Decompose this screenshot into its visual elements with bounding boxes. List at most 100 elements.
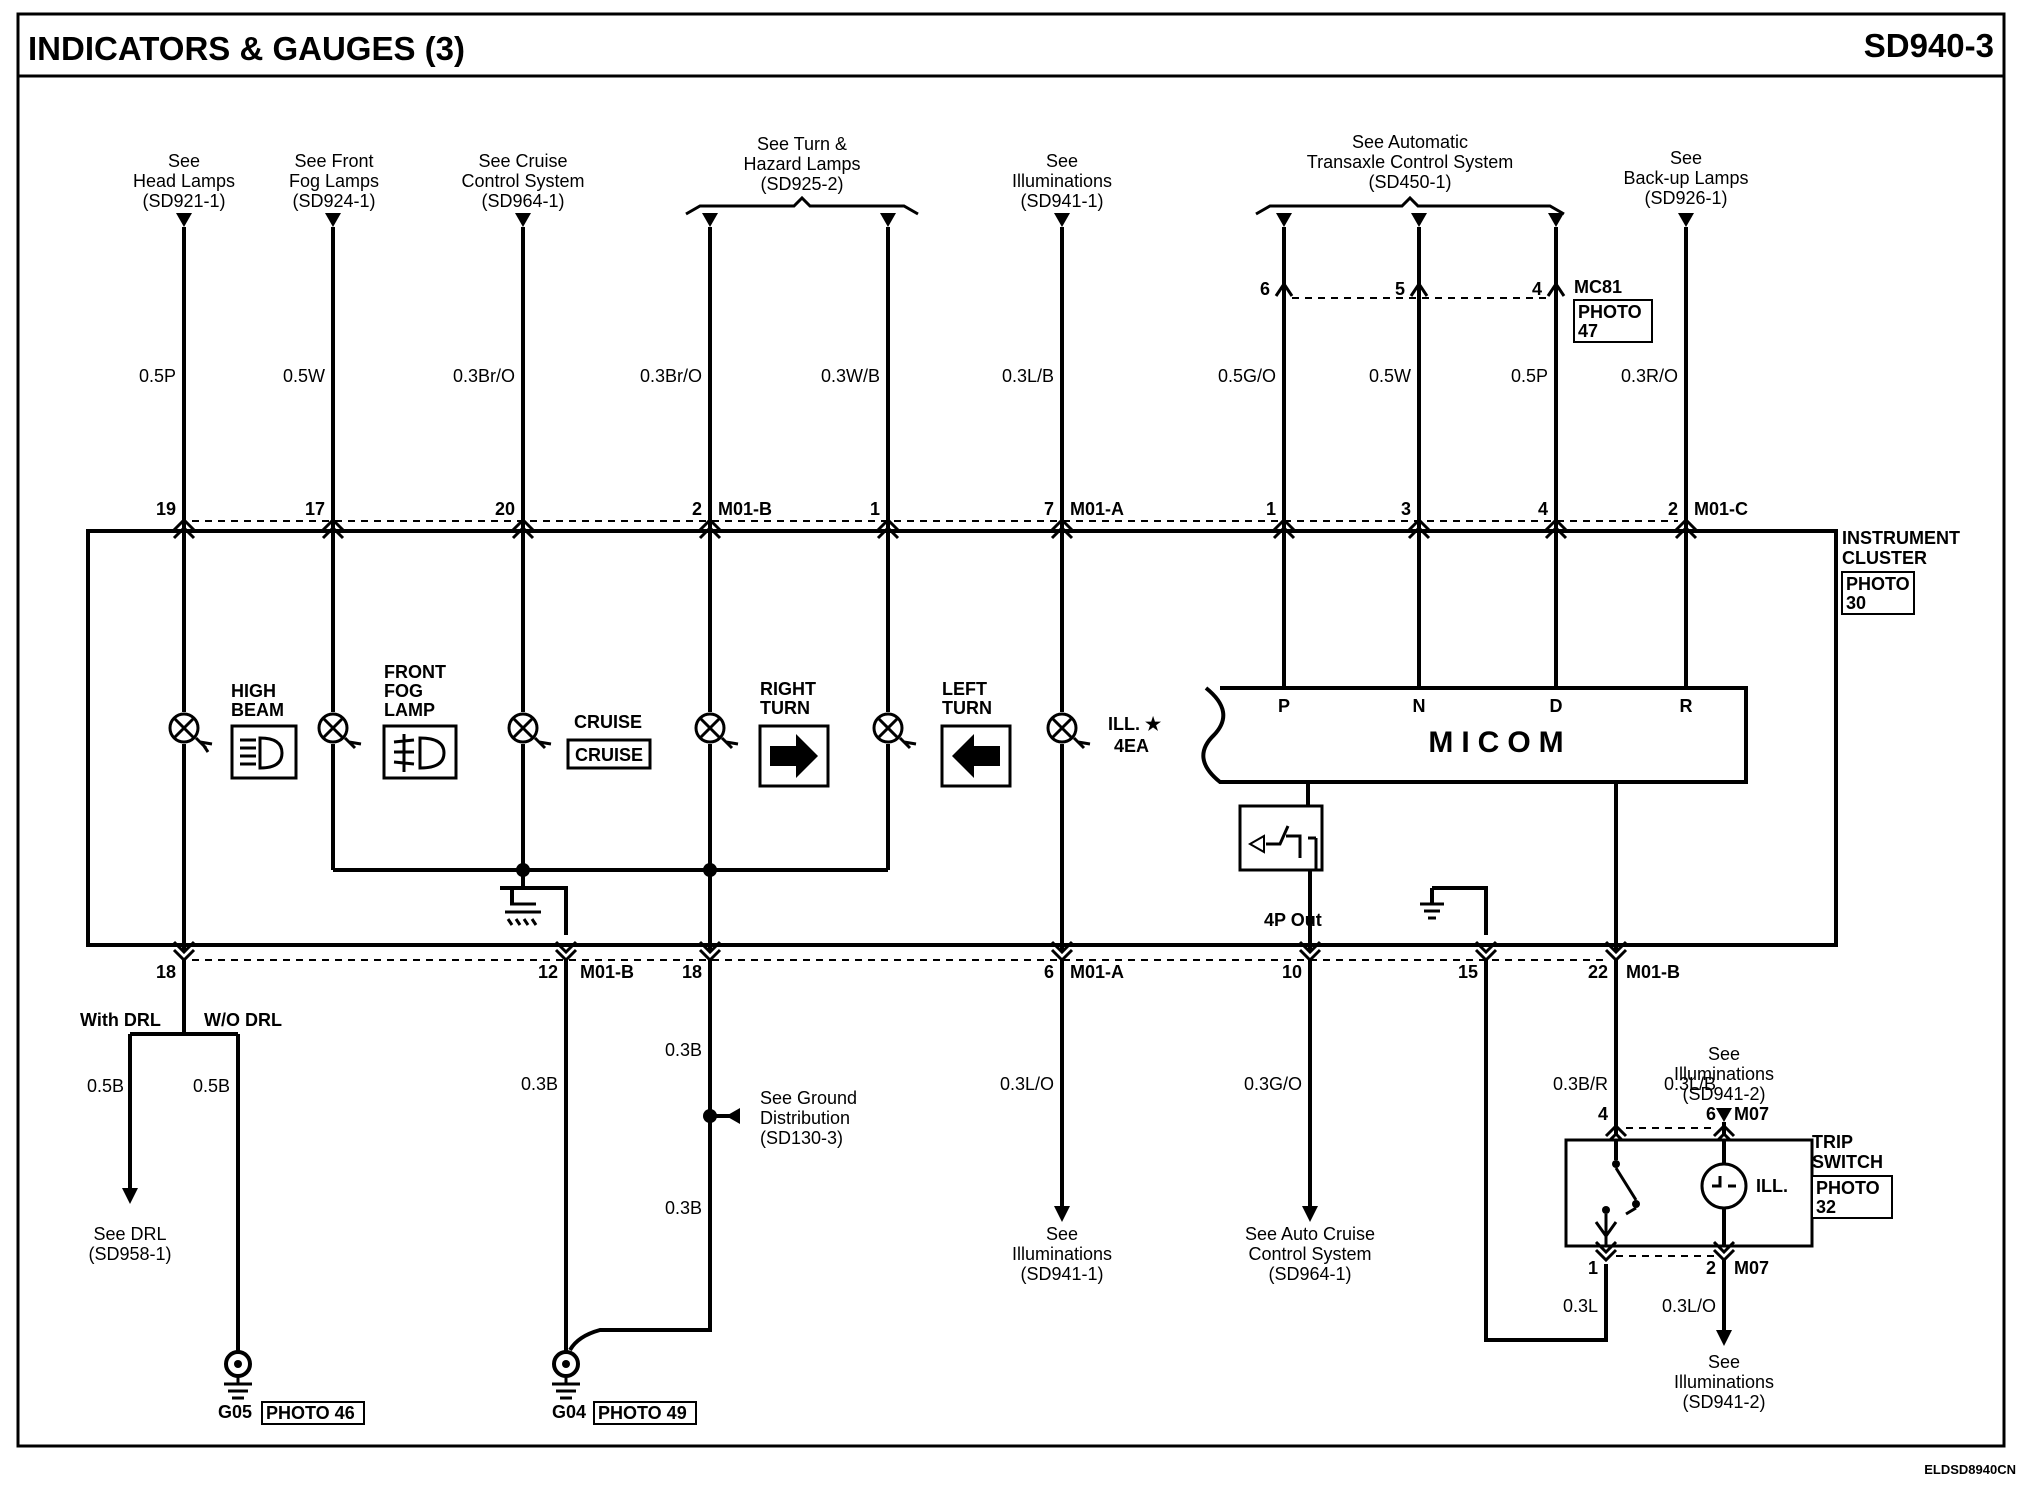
ref-turn-hazard-lamps: See Turn & Hazard Lamps (SD925-2) bbox=[743, 134, 860, 194]
svg-text:0.3B: 0.3B bbox=[665, 1198, 702, 1218]
svg-text:19: 19 bbox=[156, 499, 176, 519]
svg-text:(SD964-1): (SD964-1) bbox=[1268, 1264, 1351, 1284]
svg-text:SWITCH: SWITCH bbox=[1812, 1152, 1883, 1172]
illumination-bulb-icon bbox=[1046, 712, 1091, 750]
svg-text:CRUISE: CRUISE bbox=[574, 712, 642, 732]
illumination-indicator: ILL. ★ 4EA bbox=[1108, 714, 1162, 756]
svg-text:17: 17 bbox=[305, 499, 325, 519]
svg-text:M07: M07 bbox=[1734, 1258, 1769, 1278]
illumination-out: 0.3L/O See Illuminations (SD941-1) bbox=[1000, 960, 1112, 1284]
svg-text:6: 6 bbox=[1044, 962, 1054, 982]
svg-text:G05: G05 bbox=[218, 1402, 252, 1422]
svg-text:0.5W: 0.5W bbox=[1369, 366, 1411, 386]
svg-text:0.3B: 0.3B bbox=[665, 1040, 702, 1060]
page-frame bbox=[16, 12, 2006, 1448]
turn-hazard-bracket bbox=[685, 195, 919, 216]
svg-text:G04: G04 bbox=[552, 1402, 586, 1422]
svg-text:0.3R/O: 0.3R/O bbox=[1621, 366, 1678, 386]
svg-text:See Turn &: See Turn & bbox=[757, 134, 847, 154]
ground-g05: G05 PHOTO 46 bbox=[218, 1350, 365, 1425]
right-arrow-icon bbox=[770, 734, 818, 778]
svg-text:M01-B: M01-B bbox=[718, 499, 772, 519]
svg-text:TRIP: TRIP bbox=[1812, 1132, 1853, 1152]
svg-text:0.5B: 0.5B bbox=[87, 1076, 124, 1096]
svg-text:(SD450-1): (SD450-1) bbox=[1368, 172, 1451, 192]
lamp-symbols bbox=[168, 712, 1091, 753]
drl-branch: With DRL W/O DRL 0.5B 0.5B See DRL (SD95… bbox=[80, 960, 282, 1354]
svg-text:12: 12 bbox=[538, 962, 558, 982]
svg-text:4P Out: 4P Out bbox=[1264, 910, 1322, 930]
svg-text:M01-C: M01-C bbox=[1694, 499, 1748, 519]
internal-ground-15 bbox=[1420, 886, 1488, 935]
instrument-cluster-box bbox=[86, 529, 1838, 947]
svg-text:2: 2 bbox=[692, 499, 702, 519]
svg-text:4: 4 bbox=[1532, 279, 1542, 299]
footer-code: ELDSD8940CN bbox=[1924, 1462, 2016, 1477]
svg-text:0.3W/B: 0.3W/B bbox=[821, 366, 880, 386]
svg-text:22: 22 bbox=[1588, 962, 1608, 982]
svg-text:W/O DRL: W/O DRL bbox=[204, 1010, 282, 1030]
svg-text:Illuminations: Illuminations bbox=[1012, 171, 1112, 191]
svg-text:0.5P: 0.5P bbox=[139, 366, 176, 386]
svg-text:0.3B: 0.3B bbox=[521, 1074, 558, 1094]
ref-front-fog-lamps: See Front Fog Lamps (SD924-1) bbox=[289, 151, 379, 211]
ground-g04: See Ground Distribution (SD130-3) 0.3B 0… bbox=[521, 960, 857, 1425]
svg-text:M01-A: M01-A bbox=[1070, 499, 1124, 519]
svg-text:(SD941-2): (SD941-2) bbox=[1682, 1392, 1765, 1412]
svg-text:0.3L/B: 0.3L/B bbox=[1664, 1074, 1716, 1094]
svg-text:D: D bbox=[1550, 696, 1563, 716]
svg-text:(SD941-2): (SD941-2) bbox=[1682, 1084, 1765, 1104]
svg-text:N: N bbox=[1413, 696, 1426, 716]
fog-lamp-icon bbox=[418, 736, 446, 770]
svg-text:LAMP: LAMP bbox=[384, 700, 435, 720]
svg-text:PHOTO 46: PHOTO 46 bbox=[266, 1403, 355, 1423]
svg-text:M01-A: M01-A bbox=[1070, 962, 1124, 982]
svg-text:Control System: Control System bbox=[461, 171, 584, 191]
svg-text:7: 7 bbox=[1044, 499, 1054, 519]
cruise-bulb-icon bbox=[507, 712, 552, 750]
transaxle-bracket bbox=[1255, 195, 1565, 216]
svg-text:See: See bbox=[1708, 1352, 1740, 1372]
page-code: SD940-3 bbox=[1864, 27, 1994, 64]
svg-text:Fog Lamps: Fog Lamps bbox=[289, 171, 379, 191]
svg-text:PHOTO: PHOTO bbox=[1816, 1178, 1880, 1198]
front-fog-indicator: FRONT FOG LAMP bbox=[382, 662, 458, 780]
svg-text:4EA: 4EA bbox=[1114, 736, 1149, 756]
svg-text:(SD964-1): (SD964-1) bbox=[481, 191, 564, 211]
svg-text:10: 10 bbox=[1282, 962, 1302, 982]
svg-text:TURN: TURN bbox=[760, 698, 810, 718]
top-connector-pins: 19 17 20 2 M01-B 1 7 M01-A 1 3 4 2 M01-C bbox=[156, 499, 1748, 522]
svg-text:HIGH: HIGH bbox=[231, 681, 276, 701]
ref-illuminations-top: See Illuminations (SD941-1) bbox=[1012, 151, 1112, 211]
svg-text:0.3Br/O: 0.3Br/O bbox=[640, 366, 702, 386]
auto-cruise-out: 0.3G/O See Auto Cruise Control System (S… bbox=[1244, 960, 1375, 1284]
svg-text:0.5W: 0.5W bbox=[283, 366, 325, 386]
trip-switch: 0.3B/R See Illuminations (SD941-2) 0.3L/… bbox=[1484, 960, 1893, 1412]
svg-text:47: 47 bbox=[1578, 321, 1598, 341]
svg-text:MC81: MC81 bbox=[1574, 277, 1622, 297]
svg-text:See DRL: See DRL bbox=[93, 1224, 166, 1244]
svg-text:Transaxle Control System: Transaxle Control System bbox=[1307, 152, 1513, 172]
front-fog-bulb-icon bbox=[317, 712, 362, 750]
svg-text:See Front: See Front bbox=[294, 151, 373, 171]
svg-text:(SD941-1): (SD941-1) bbox=[1020, 191, 1103, 211]
svg-text:See: See bbox=[1670, 148, 1702, 168]
svg-text:FOG: FOG bbox=[384, 681, 423, 701]
top-wires bbox=[182, 227, 1688, 688]
right-turn-indicator: RIGHT TURN bbox=[758, 679, 830, 788]
svg-text:See Automatic: See Automatic bbox=[1352, 132, 1468, 152]
svg-text:0.5G/O: 0.5G/O bbox=[1218, 366, 1276, 386]
svg-text:4: 4 bbox=[1538, 499, 1548, 519]
svg-text:See: See bbox=[1046, 151, 1078, 171]
svg-text:1: 1 bbox=[1588, 1258, 1598, 1278]
svg-text:6: 6 bbox=[1260, 279, 1270, 299]
svg-text:(SD926-1): (SD926-1) bbox=[1644, 188, 1727, 208]
svg-text:0.3L/O: 0.3L/O bbox=[1000, 1074, 1054, 1094]
svg-text:3: 3 bbox=[1401, 499, 1411, 519]
ref-cruise-control: See Cruise Control System (SD964-1) bbox=[461, 151, 584, 211]
left-turn-bulb-icon bbox=[872, 712, 917, 750]
svg-text:CLUSTER: CLUSTER bbox=[1842, 548, 1927, 568]
svg-text:2: 2 bbox=[1706, 1258, 1716, 1278]
svg-text:Back-up Lamps: Back-up Lamps bbox=[1623, 168, 1748, 188]
svg-text:Illuminations: Illuminations bbox=[1674, 1064, 1774, 1084]
